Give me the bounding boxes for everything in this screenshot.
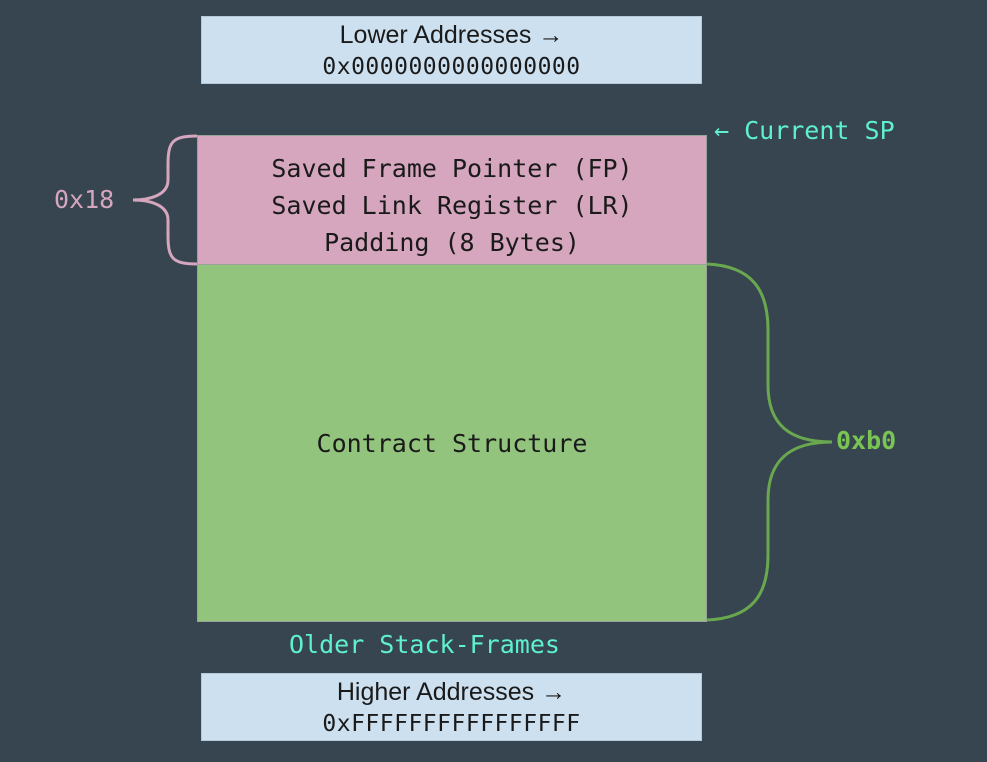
current-sp-label: ← Current SP [714,116,895,145]
saved-lr-line: Saved Link Register (LR) [271,191,633,220]
lower-addresses-value: 0x0000000000000000 [322,54,581,80]
contract-structure-label: Contract Structure [316,429,588,458]
higher-addresses-value: 0xFFFFFFFFFFFFFFFF [322,711,581,737]
saved-registers-block: Saved Frame Pointer (FP) Saved Link Regi… [197,135,707,265]
saved-fp-line: Saved Frame Pointer (FP) [271,154,633,183]
padding-line: Padding (8 Bytes) [324,228,580,257]
contract-block-brace [706,262,833,622]
contract-structure-block: Contract Structure [197,264,707,622]
higher-addresses-box: Higher Addresses → 0xFFFFFFFFFFFFFFFF [201,673,702,741]
lower-addresses-box: Lower Addresses → 0x0000000000000000 [201,16,702,84]
contract-block-size-label: 0xb0 [836,426,897,455]
older-stack-frames-label: Older Stack-Frames [289,630,560,659]
saved-block-size-label: 0x18 [54,185,115,214]
lower-addresses-label: Lower Addresses → [339,21,564,49]
saved-block-brace [132,134,198,266]
higher-addresses-label: Higher Addresses → [336,678,567,706]
